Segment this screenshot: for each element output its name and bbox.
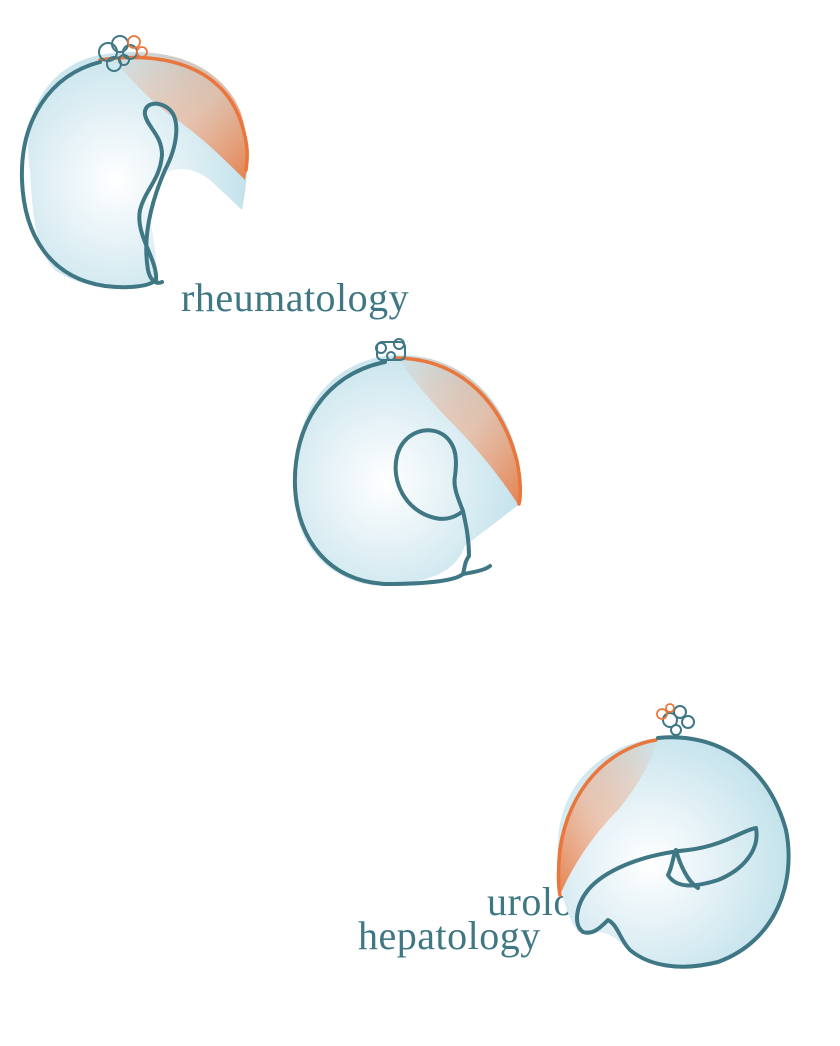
- specialty-label: hepatology: [358, 913, 541, 958]
- joint-icon: [19, 35, 249, 290]
- liver-icon: [556, 703, 791, 969]
- specialty-label: rheumatology: [181, 275, 410, 320]
- kidney-icon: [292, 338, 523, 586]
- rheumatology-logo: rheumatology: [10, 30, 450, 318]
- hepatology-logo: hepatology: [358, 700, 798, 970]
- urology-logo: urology: [285, 336, 635, 922]
